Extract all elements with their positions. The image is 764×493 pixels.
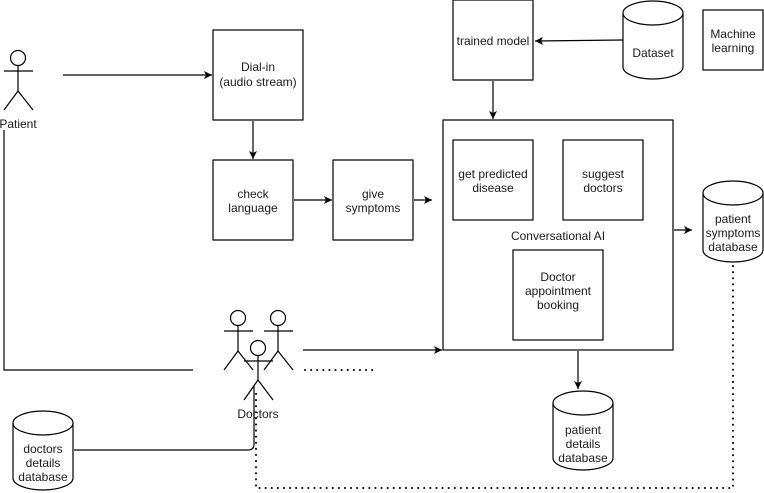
database-icon: [622, 0, 684, 80]
give-symptoms-box[interactable]: give symptoms: [332, 159, 414, 241]
check-language-line-2: language: [228, 201, 278, 215]
get-predicted-disease-line-2: disease: [472, 181, 514, 195]
patient-details-db-line-2: details: [566, 437, 601, 451]
conversational-ai-label: Conversational AI: [511, 229, 605, 243]
dial-in-line-2: (audio stream): [219, 75, 296, 89]
get-predicted-disease-box[interactable]: get predicted disease: [452, 139, 534, 221]
get-predicted-disease-line-1: get predicted: [458, 167, 527, 181]
trained-model-label: trained model: [457, 34, 530, 48]
patient-actor[interactable]: Patient: [0, 49, 37, 132]
database-icon: [702, 180, 764, 263]
patient-details-database[interactable]: patient details database: [552, 390, 614, 471]
edge-dataset-to-trainedmodel: [534, 36, 624, 45]
edge-patient-to-doctors: [3, 130, 193, 371]
booking-line-1: Doctor: [540, 270, 575, 284]
check-language-box[interactable]: check language: [212, 159, 294, 241]
doctors-details-database[interactable]: doctors details database: [12, 410, 74, 491]
dataset-label: Dataset: [632, 46, 674, 60]
give-symptoms-line-2: symptoms: [346, 201, 401, 215]
doctors-actor-icon: [223, 309, 294, 401]
dataset-database[interactable]: Dataset: [622, 0, 684, 80]
machine-learning-box[interactable]: Machine learning: [702, 9, 764, 71]
patient-symptoms-db-line-3: database: [708, 240, 758, 254]
suggest-doctors-box[interactable]: suggest doctors: [562, 139, 644, 221]
doctors-details-db-line-2: details: [26, 456, 61, 470]
doctors-actor[interactable]: Doctors: [223, 309, 294, 422]
patient-actor-icon: [3, 49, 34, 111]
suggest-doctors-line-2: doctors: [583, 181, 622, 195]
edge-doctorsdb-to-doctors: [74, 385, 255, 451]
booking-line-3: booking: [537, 298, 579, 312]
doctors-details-db-line-1: doctors: [23, 442, 62, 456]
machine-learning-line-1: Machine: [710, 27, 756, 41]
database-icon: [552, 390, 614, 471]
doctors-label: Doctors: [237, 407, 278, 421]
database-icon: [12, 410, 74, 491]
machine-learning-line-2: learning: [712, 41, 755, 55]
trained-model-box[interactable]: trained model: [452, 0, 534, 81]
patient-symptoms-database[interactable]: patient symptoms database: [702, 180, 764, 263]
check-language-line-1: check: [237, 187, 269, 201]
dial-in-line-1: Dial-in: [241, 60, 275, 74]
suggest-doctors-line-1: suggest: [582, 167, 625, 181]
patient-symptoms-db-line-1: patient: [715, 212, 752, 226]
booking-line-2: appointment: [525, 284, 592, 298]
patient-details-db-line-1: patient: [565, 423, 602, 437]
patient-symptoms-db-line-2: symptoms: [706, 226, 761, 240]
dial-in-box[interactable]: Dial-in (audio stream): [212, 29, 304, 121]
give-symptoms-line-1: give: [362, 187, 384, 201]
patient-details-db-line-3: database: [558, 451, 608, 465]
patient-label: Patient: [0, 117, 37, 131]
doctor-appointment-booking-box[interactable]: Doctor appointment booking: [512, 249, 604, 341]
doctors-details-db-line-3: database: [18, 470, 68, 484]
